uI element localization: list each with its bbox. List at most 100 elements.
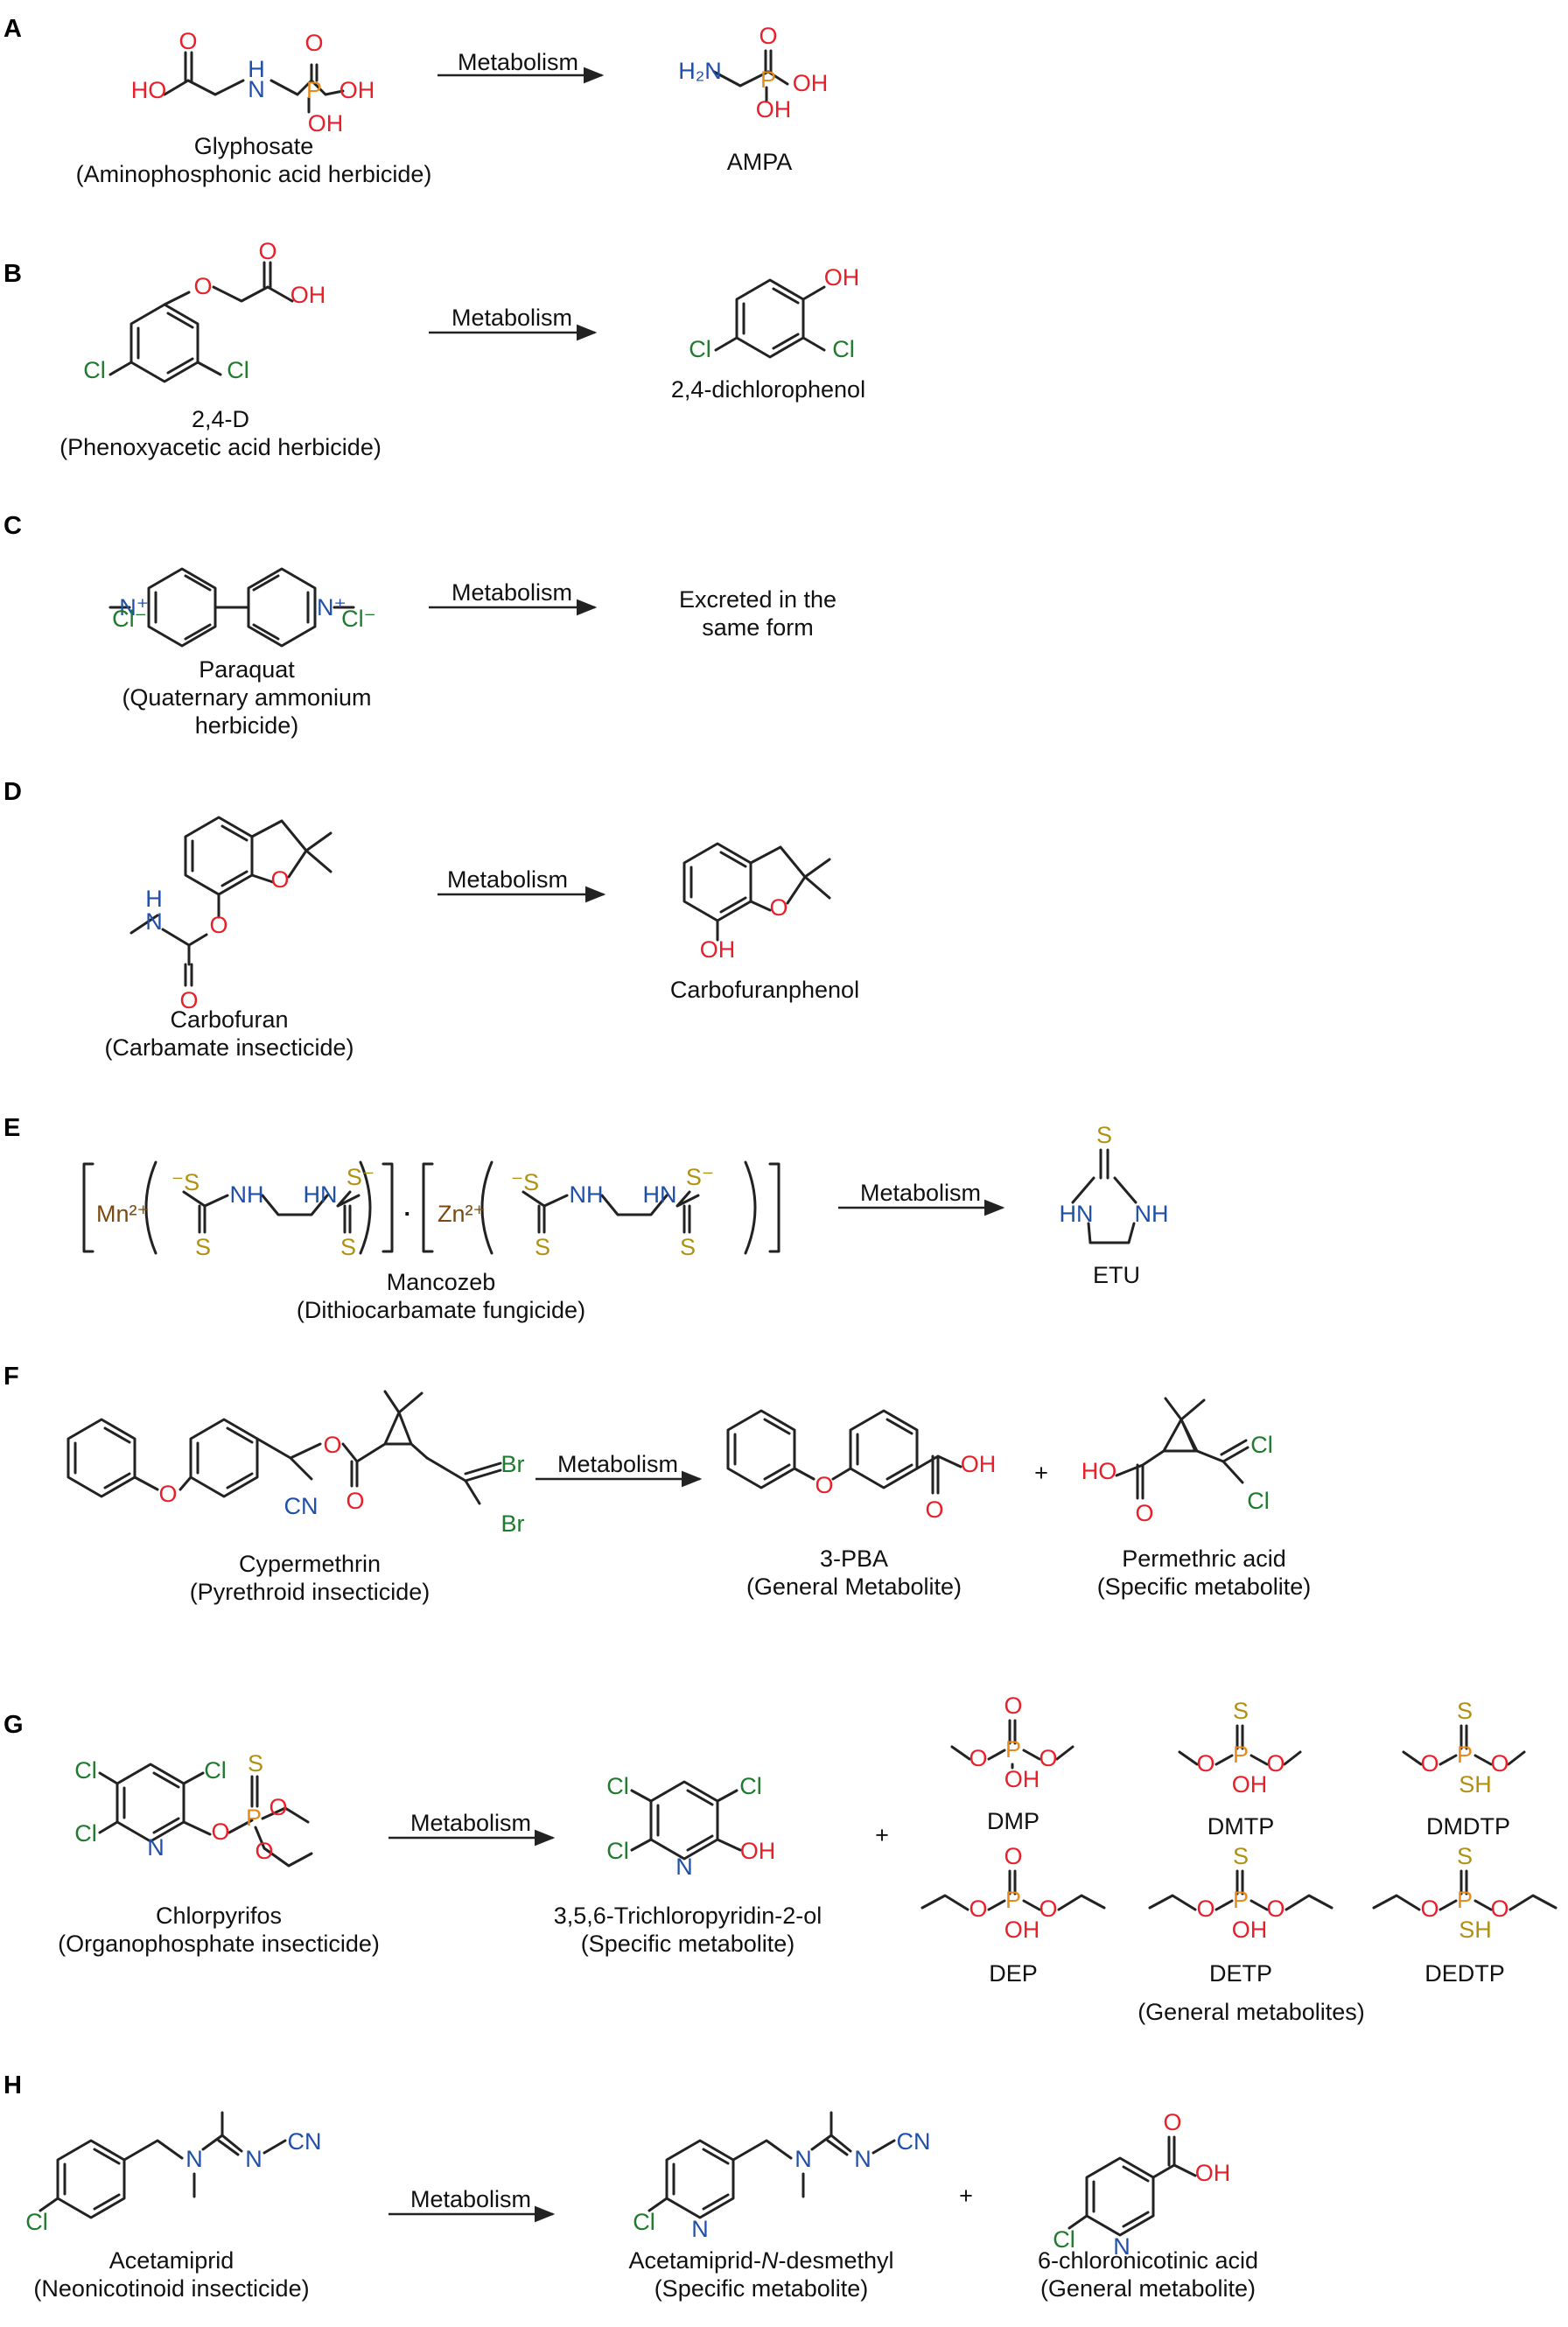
atom-oh-ampa-1: OH [756,96,792,123]
atom-p-chlor: P [246,1805,262,1831]
atom-n-carbamate: N [145,908,163,935]
atom-hn-2: HN [643,1181,677,1208]
etu-structure: S HN NH [1060,1122,1169,1244]
panel-d: D O O H N O Carbofuran (Carbamate insect… [4,778,859,1061]
atom-oh-dmp: OH [1004,1766,1040,1792]
paraquat-result-1: Excreted in the [679,586,836,613]
arrow-label-c: Metabolism [452,579,572,606]
atom-oh-ampa-2: OH [793,70,829,96]
arrow-label-h: Metabolism [410,2186,531,2212]
etu-name: ETU [1093,1262,1140,1288]
mancozeb-dot: · [404,1201,412,1227]
dmtp-structure: O S P O OH [1178,1698,1302,1798]
atom-oh-24d: OH [290,282,326,308]
atom-h2n: H₂N [678,58,721,84]
atom-o-3pba: O [925,1496,943,1523]
dep-structure: O O P O OH [920,1843,1106,1943]
atom-s-etu: S [1096,1122,1112,1148]
atom-br-2: Br [501,1510,525,1537]
atom-oh-detp: OH [1232,1917,1268,1943]
dmdtp-structure: O S P O SH [1402,1698,1526,1798]
plus-h: + [959,2183,973,2209]
arrow-label-e: Metabolism [860,1180,981,1206]
glyphosate-name: Glyphosate [194,133,314,159]
arrow-label-b: Metabolism [452,305,572,331]
atom-o-dep-top: O [1004,1843,1022,1869]
panel-e: E Mn²⁺ ⁻S S NH HN S⁻ S · Zn²⁺ ⁻S S NH HN [4,1114,1169,1323]
atom-nh-h: H [248,56,265,82]
atom-oh-1: OH [308,110,344,137]
atom-o-dmp-2: O [1039,1745,1057,1771]
atom-o-chlor-3: O [255,1838,273,1864]
cypermethrin-class: (Pyrethroid insecticide) [190,1579,430,1605]
desmethyl-suffix: -desmethyl [779,2247,894,2274]
plus-g: + [875,1822,889,1848]
mancozeb-structure: Mn²⁺ ⁻S S NH HN S⁻ S · Zn²⁺ ⁻S S NH HN S… [82,1160,780,1260]
acetamiprid-class: (Neonicotinoid insecticide) [33,2275,309,2302]
atom-o-ether-3pba: O [815,1472,833,1498]
atom-oh-dmtp: OH [1232,1771,1268,1798]
desmethyl-prefix: Acetamiprid- [628,2247,761,2274]
atom-o-detp-1: O [1196,1896,1214,1922]
atom-mn: Mn²⁺ [96,1201,150,1227]
atom-cl-tcpy-3: Cl [739,1773,762,1799]
permethric-acid-name: Permethric acid [1122,1545,1286,1572]
chlorpyrifos-structure: Cl Cl Cl N O P S O O [74,1750,313,1868]
atom-p-dmtp: P [1233,1742,1249,1768]
3pba-structure: O OH O [726,1409,996,1523]
detp-structure: O S P O OH [1148,1843,1334,1943]
atom-sh-dmdtp: SH [1459,1771,1492,1798]
atom-o-furan-2: O [769,894,788,921]
atom-o-dmdtp-2: O [1490,1750,1508,1777]
atom-o-chlor-1: O [211,1819,229,1845]
panel-a: A O HO H N O P OH OH Glyphosate (Aminoph… [4,15,828,187]
atom-p-dmp: P [1005,1736,1021,1763]
dmp-name: DMP [987,1808,1040,1834]
plus-f: + [1034,1460,1048,1486]
panel-letter-a: A [4,15,22,43]
carbofuranphenol-structure: O OH [682,842,831,963]
atom-p-dedtp: P [1457,1887,1473,1913]
atom-sh-dedtp: SH [1459,1917,1492,1943]
paraquat-class-2: herbicide) [195,712,299,739]
atom-o-dep-1: O [969,1896,987,1922]
atom-o-furan: O [270,866,289,893]
panel-c: C N⁺ N⁺ Cl⁻ Cl⁻ Paraquat (Quaternary amm… [4,512,836,739]
atom-o-ester: O [209,912,228,938]
dep-name: DEP [989,1960,1038,1987]
atom-o-dmtp-1: O [1196,1750,1214,1777]
detp-name: DETP [1209,1960,1272,1987]
atom-o-p: O [304,30,323,56]
atom-nh-1: NH [230,1181,264,1208]
mancozeb-class: (Dithiocarbamate fungicide) [297,1297,585,1323]
atom-s-4: S [680,1234,696,1260]
permethric-acid-note: (Specific metabolite) [1097,1574,1312,1600]
atom-nh-etu: NH [1135,1201,1169,1227]
permethric-acid-structure: HO O Cl Cl [1082,1397,1273,1526]
atom-o-ampa: O [759,23,777,49]
panel-letter-d: D [4,778,22,806]
atom-oh-phenol: OH [824,264,860,291]
24-dichlorophenol-name: 2,4-dichlorophenol [671,376,865,403]
tcpy-name: 3,5,6-Trichloropyridin-2-ol [554,1903,822,1929]
atom-cl-phenol-2: Cl [832,336,855,362]
atom-oh-dep: OH [1004,1917,1040,1943]
dmtp-name: DMTP [1208,1813,1275,1840]
atom-s-minus-r-2: S⁻ [686,1164,714,1190]
acetamiprid-n-desmethyl-structure: Cl N N N CN [633,2111,931,2242]
atom-ho-permethric: HO [1082,1458,1117,1484]
atom-o-dedtp-2: O [1490,1896,1508,1922]
atom-cl-permethric-1: Cl [1250,1432,1273,1458]
atom-cl-4: Cl [83,357,106,383]
atom-cl-acet: Cl [25,2209,48,2235]
atom-p: P [306,77,322,103]
atom-o-dmdtp-1: O [1420,1750,1438,1777]
6-chloronicotinic-acid-note: (General metabolite) [1040,2275,1256,2302]
panel-letter-f: F [4,1363,19,1391]
dedtp-name: DEDTP [1424,1960,1505,1987]
atom-cl-tcpy-6: Cl [606,1838,629,1864]
ampa-name: AMPA [727,149,793,175]
panel-b: B O O OH Cl Cl 2,4-D (Phenoxyacetic acid… [4,238,865,460]
panel-f: F O CN O O Br Br Cypermethrin (Pyrethroi… [4,1363,1311,1605]
arrow-label-d: Metabolism [447,866,568,893]
